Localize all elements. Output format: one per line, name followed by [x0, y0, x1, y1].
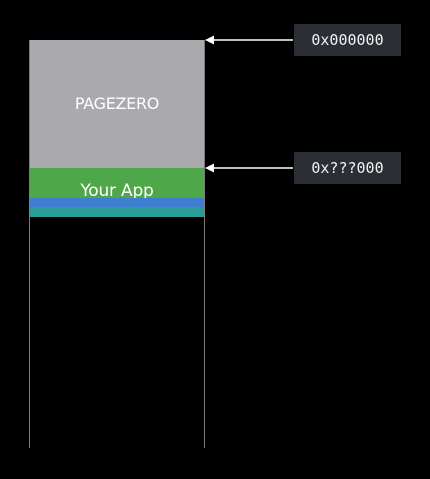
pagezero-label: PAGEZERO: [74, 93, 160, 113]
address-label-top: 0x000000: [294, 24, 401, 56]
arrow-app-start: [205, 163, 293, 173]
app-text-segment: Your App: [30, 168, 204, 201]
app-label: Your App: [80, 181, 154, 201]
memory-column: PAGEZERO Your App: [29, 40, 205, 448]
app-linkedit-segment: [30, 207, 204, 217]
pagezero-segment: PAGEZERO: [30, 40, 204, 168]
arrow-top: [205, 35, 293, 45]
address-label-app-start: 0x???000: [294, 152, 401, 184]
app-data-segment: [30, 198, 204, 207]
